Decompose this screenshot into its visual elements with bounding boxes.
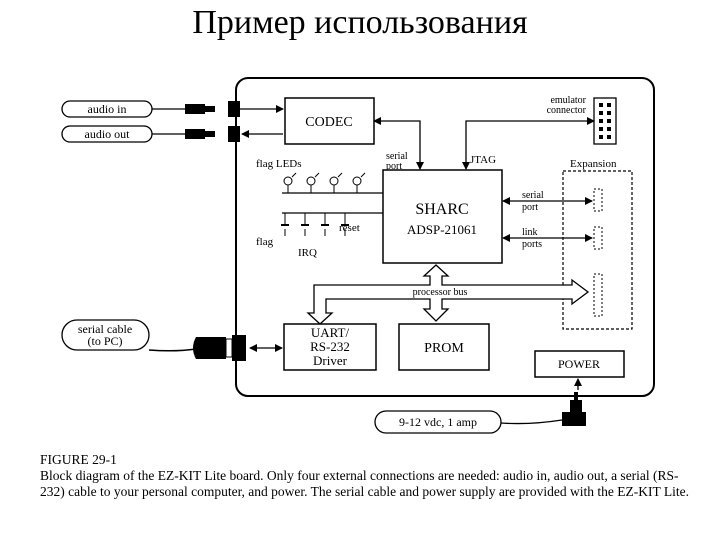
serial-cable-pill [61, 319, 150, 351]
exp-serial-label-1: serial [522, 190, 544, 201]
reset-label: reset [339, 222, 360, 234]
power-block [534, 350, 625, 378]
prom-label: PROM [424, 341, 464, 356]
link-label-2: ports [522, 239, 542, 250]
serial-port-label-1: serial [386, 151, 408, 162]
uart-label-2: RS-232 [310, 339, 350, 354]
expansion-connector-icon [593, 226, 603, 250]
led-icon [329, 172, 343, 193]
sharc-label: SHARC [415, 201, 468, 218]
link-label-1: link [522, 227, 538, 238]
jtag-label: JTAG [470, 154, 496, 166]
expansion-label: Expansion [570, 158, 617, 170]
processor-bus-label: processor bus [413, 287, 468, 298]
switch-icon [341, 213, 349, 236]
codec-block [284, 97, 375, 145]
audio-in-label: audio in [88, 102, 127, 116]
flag-label: flag [256, 236, 274, 248]
uart-label-3: Driver [313, 353, 348, 368]
board-outline [235, 77, 655, 397]
led-icon [306, 172, 320, 193]
power-supply-pill [374, 410, 502, 434]
expansion-area [562, 170, 633, 330]
figure-number: FIGURE 29-1 [40, 452, 117, 467]
irq-label: IRQ [298, 247, 317, 259]
expansion-connector-icon [593, 273, 603, 317]
led-icon [352, 172, 366, 193]
switch-icon [321, 213, 329, 236]
prom-block [398, 323, 490, 371]
slide-title: Пример использования [192, 4, 528, 41]
emulator-label-1: emulator [550, 95, 586, 106]
codec-serial-arrow [373, 117, 424, 170]
audio-in-jack-icon [152, 101, 240, 117]
serial-cable-label-1: serial cable [78, 322, 132, 336]
figure-caption: FIGURE 29-1 Block diagram of the EZ-KIT … [40, 452, 700, 500]
flag-leds-label: flag LEDs [256, 158, 302, 170]
switch-icon [301, 213, 309, 236]
serial-connector-icon [148, 335, 246, 361]
serial-port-label-2: port [386, 161, 402, 172]
uart-block [283, 323, 377, 371]
audio-out-label: audio out [85, 127, 131, 141]
power-plug-icon [500, 392, 586, 426]
jtag-arrow [462, 117, 595, 170]
serial-cable-label-2: (to PC) [87, 334, 122, 348]
switch-icon [281, 213, 289, 236]
emulator-connector-icon [593, 97, 617, 145]
audio-out-jack-icon [152, 126, 240, 142]
expansion-connector-icon [593, 188, 603, 212]
power-label: POWER [558, 357, 600, 371]
emulator-label-2: connector [547, 105, 587, 116]
uart-label-1: UART/ [311, 325, 350, 340]
exp-serial-label-2: port [522, 202, 538, 213]
codec-label: CODEC [305, 115, 352, 130]
figure-caption-text: Block diagram of the EZ-KIT Lite board. … [40, 468, 690, 499]
led-icon [283, 172, 297, 193]
power-supply-label: 9-12 vdc, 1 amp [399, 415, 477, 429]
sharc-model-label: ADSP-21061 [407, 222, 477, 237]
processor-bus-arrow [306, 264, 590, 325]
sharc-block [382, 169, 503, 264]
